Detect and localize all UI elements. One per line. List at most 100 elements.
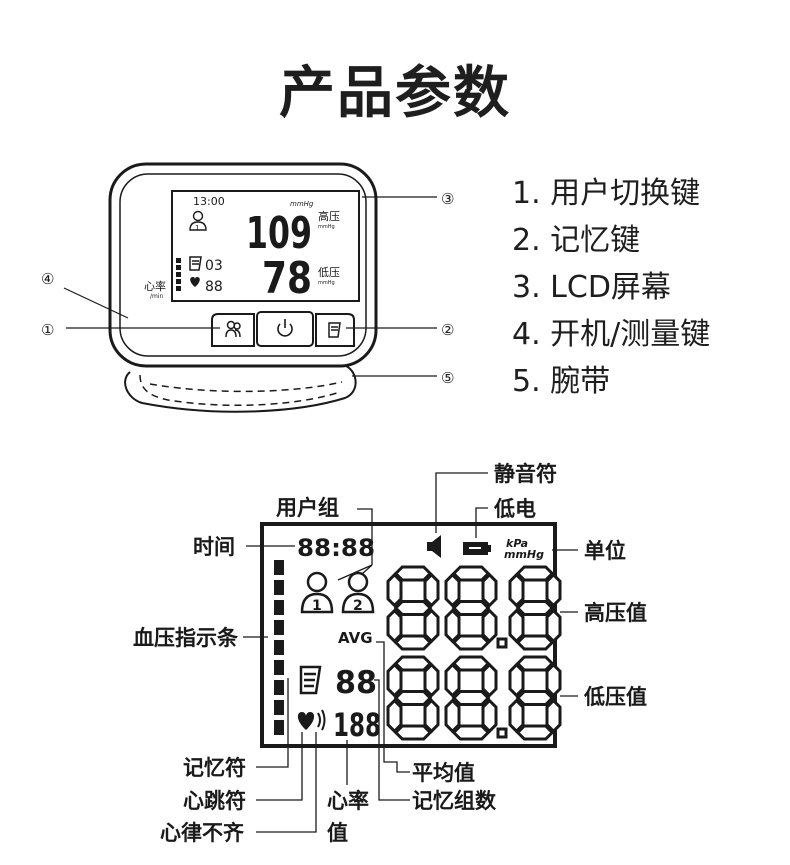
parts-list-item: 4. 开机/测量键 [512,317,711,352]
digit-segment [508,698,525,734]
label-bp-indicator: 血压指示条 [133,626,239,650]
digit-segment [386,698,403,734]
label-diastolic: 低压值 [583,685,647,709]
digit-segment [423,662,440,698]
device-dia-unit: mmHg [318,280,335,286]
device-user-number: 1 [195,224,199,232]
digit-segment [481,608,498,644]
device-systolic: 109 [246,208,312,259]
label-average: 平均值 [412,761,475,785]
device-sys-unit: mmHg [318,224,335,230]
digit-segment [444,662,461,698]
device-pulse-unit: /min [150,293,164,300]
bp-indicator-segment [274,640,284,655]
digit-segment [515,724,555,741]
lcd-leader-lines [243,472,578,833]
digit-segment [393,600,433,616]
digit-segment [386,572,403,608]
device-illustration [108,162,378,413]
device-dia-label: 低压 [318,266,340,279]
low-battery-icon [463,542,491,555]
label-value: 值 [327,821,348,845]
device-diastolic: 78 [262,253,312,304]
label-time: 时间 [193,535,235,559]
lcd-memory-digits: 88 [335,665,377,701]
lcd-time-digits: 88:88 [297,534,375,562]
lcd-memory-icon [299,665,322,695]
lcd-heart-icon [297,709,326,731]
device-bp-indicator [176,258,181,291]
parts-list-item: 2. 记忆键 [512,223,641,258]
label-memory-count: 记忆组数 [412,789,497,813]
lcd-avg: AVG [338,629,373,647]
power-button [256,311,314,347]
digit-segment [545,608,562,644]
callout-5: ⑤ [441,369,454,387]
digit-segment [444,572,461,608]
bp-indicator-segment [274,580,284,595]
digit-segment [451,724,491,741]
memory-key-icon [328,322,341,338]
label-mute: 静音符 [494,462,557,486]
digit-segment [444,698,461,734]
digit-segment [508,608,525,644]
bp-indicator-segment [274,700,284,715]
digit-segment [444,608,461,644]
digit-segment [545,572,562,608]
digit-segment [515,565,555,582]
bp-indicator-segment [274,620,284,635]
parts-list-item: 5. 腕带 [512,364,611,399]
device-body [108,162,378,368]
device-unit: mmHg [290,200,314,208]
bp-indicator-segment [274,680,284,695]
callout-numbers: ③ ④ ① ② ⑤ [41,190,454,387]
device-pulse-label: 心率 [144,279,166,293]
decimal-point [496,637,508,649]
wrist-strap [124,365,357,413]
device-callouts [63,196,437,377]
lcd-unit-kpa: kPa [506,537,528,550]
digit-segment [545,698,562,734]
parts-list-item: 1. 用户切换键 [512,176,701,211]
lcd-big-digits [386,565,562,741]
lcd-bp-indicator [274,560,284,735]
digit-segment [451,690,491,706]
digit-segment [481,572,498,608]
digit-segment [451,565,491,582]
label-heart-rate: 心率 [327,789,369,813]
digit-segment [508,572,525,608]
digit-segment [386,662,403,698]
label-arrhythmia: 心律不齐 [160,821,245,845]
user-icon [189,210,207,231]
user-1-icon [300,571,334,614]
digit-segment [515,600,555,616]
lcd-labels: 静音符 用户组 低电 时间 单位 高压值 血压指示条 低压值 记忆符 平均值 心… [133,462,647,845]
lcd-pulse-digits: 188 [333,706,381,744]
user-2-icon [341,571,375,614]
digit-segment [423,608,440,644]
label-heartbeat: 心跳符 [183,789,246,813]
digit-segment [451,600,491,616]
power-icon [277,319,293,337]
mute-icon [427,535,441,558]
digit-segment [386,608,403,644]
digit-segment [393,690,433,706]
label-unit: 单位 [584,539,626,563]
digit-segment [423,698,440,734]
digit-segment [515,655,555,672]
device-pulse: 88 [205,279,223,295]
user-2-number: 2 [353,598,363,614]
digit-segment [515,634,555,651]
device-heart-icon [190,277,200,287]
bp-indicator-segment [274,720,284,735]
decimal-point [496,727,508,739]
label-memory-symbol: 记忆符 [183,756,246,780]
people-icon [225,320,241,338]
callout-3: ③ [441,190,454,208]
device-time: 13:00 [193,195,225,208]
device-memory-icon [189,256,202,271]
parts-list: 1. 用户切换键 2. 记忆键 3. LCD屏幕 4. 开机/测量键 5. 腕带 [512,170,710,405]
digit-segment [481,698,498,734]
digit-segment [545,662,562,698]
